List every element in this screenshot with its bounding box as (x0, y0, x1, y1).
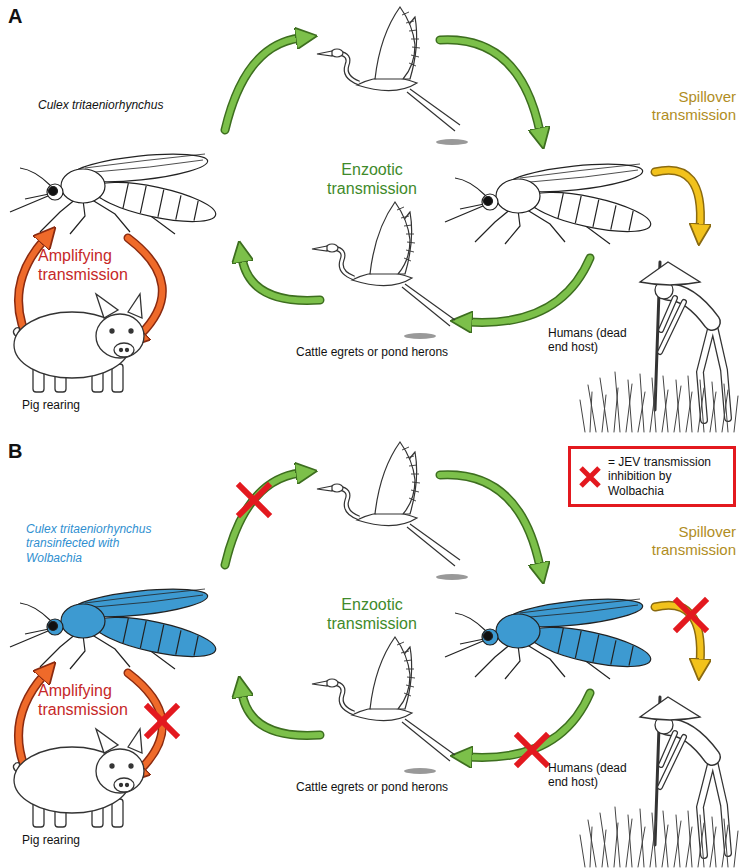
cycle-label: Amplifying transmission (38, 681, 143, 719)
cycle-label: Spillover transmission (636, 523, 736, 559)
host-label: Humans (dead end host) (548, 326, 646, 355)
cycle-label: Enzootic transmission (312, 160, 432, 198)
cycle-label: Spillover transmission (636, 88, 736, 124)
legend-text: = JEV transmission inhibition by Wolbach… (608, 455, 726, 498)
host-label: Humans (dead end host) (548, 761, 646, 790)
panel-b-illustration (10, 442, 738, 867)
inhibition-cross (148, 707, 176, 735)
species-label: Culex tritaeniorhynchus (38, 98, 163, 112)
cycle-label: Enzootic transmission (312, 595, 432, 633)
host-label: Pig rearing (22, 833, 80, 847)
species-label: Culex tritaeniorhynchus transinfected wi… (26, 522, 176, 565)
inhibition-cross (518, 736, 546, 764)
host-label: Cattle egrets or pond herons (296, 345, 448, 359)
panel-a-illustration (10, 7, 738, 432)
host-label: Cattle egrets or pond herons (296, 780, 448, 794)
panel-letter: B (8, 439, 22, 463)
inhibition-cross (677, 601, 705, 629)
cycle-label: Amplifying transmission (38, 246, 143, 284)
panel-letter: A (8, 4, 22, 28)
host-label: Pig rearing (22, 398, 80, 412)
inhibition-cross (240, 486, 268, 514)
legend-box: = JEV transmission inhibition by Wolbach… (568, 446, 736, 507)
legend-symbol (578, 465, 602, 489)
